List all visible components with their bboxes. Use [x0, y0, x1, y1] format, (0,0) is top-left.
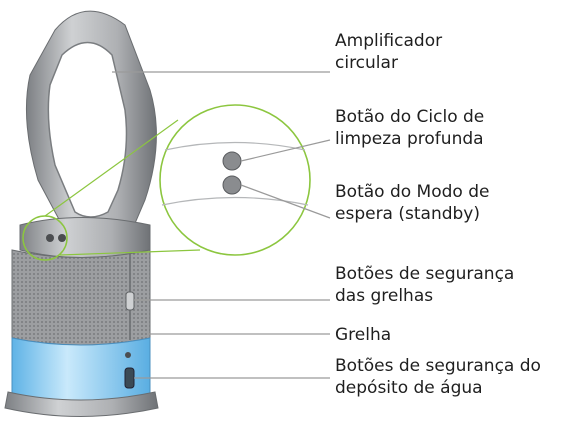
label-tank-release-buttons: Botões de segurança do depósito de água	[335, 356, 541, 398]
standby-button	[222, 175, 242, 195]
label-circular-amplifier: Amplificador circular	[335, 31, 443, 73]
base	[4, 391, 159, 417]
tank-release-button	[124, 367, 135, 389]
label-deep-clean-button: Botão do Ciclo de limpeza profunda	[335, 107, 485, 149]
label-grille: Grelha	[335, 325, 392, 345]
leader-lines	[112, 71, 331, 379]
pedestal-ring	[19, 217, 151, 258]
zoom-detail	[22, 104, 311, 261]
grille-release-button	[125, 291, 135, 311]
deep-clean-button	[222, 151, 242, 171]
label-grille-release-buttons: Botões de segurança das grelhas	[335, 264, 515, 306]
grille-body	[11, 249, 151, 346]
water-tank	[11, 337, 151, 404]
loop-amplifier	[25, 10, 157, 245]
label-standby-button: Botão do Modo de espera (standby)	[335, 182, 490, 224]
